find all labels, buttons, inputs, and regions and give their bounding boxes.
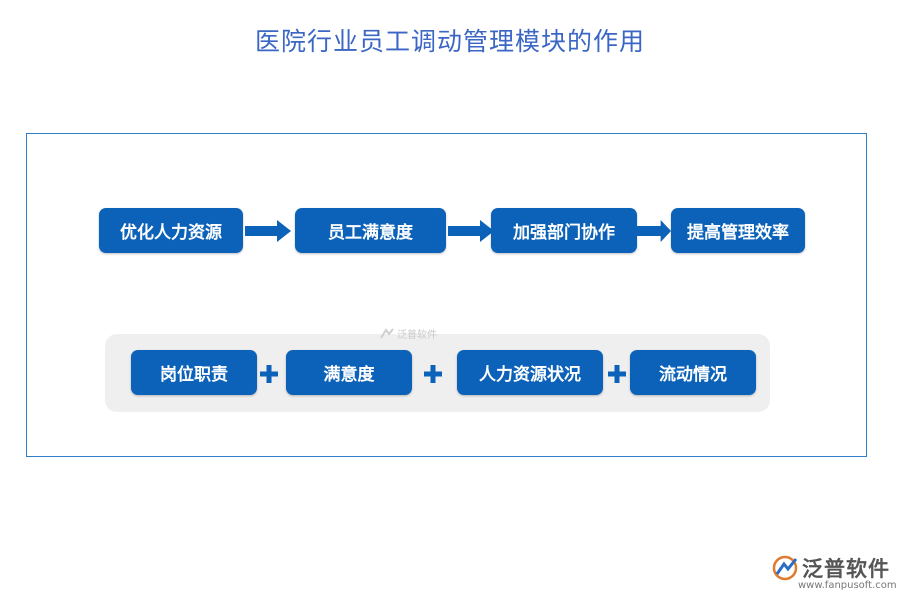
plus-icon: [608, 365, 626, 383]
factor-box-hr-status: 人力资源状况: [457, 350, 603, 395]
watermark-text: 泛普软件: [397, 330, 437, 341]
brand-logo: 泛普软件 www.fanpusoft.com: [772, 553, 897, 598]
flow-box-dept-collaboration: 加强部门协作: [491, 208, 637, 253]
plus-icon: [260, 365, 278, 383]
factor-box-satisfaction: 满意度: [286, 350, 412, 395]
flow-box-management-efficiency: 提高管理效率: [671, 208, 805, 253]
factor-box-turnover: 流动情况: [630, 350, 756, 395]
page-title: 医院行业员工调动管理模块的作用: [254, 27, 645, 56]
watermark: 泛普软件: [380, 326, 437, 341]
arrow-right-icon: [448, 220, 494, 242]
flow-box-staff-satisfaction: 员工满意度: [295, 208, 446, 253]
diagram-frame: [26, 133, 867, 457]
arrow-right-icon: [637, 220, 671, 242]
factor-box-job-duties: 岗位职责: [131, 350, 257, 395]
plus-icon: [424, 365, 442, 383]
arrow-right-icon: [245, 220, 291, 242]
watermark-logo-icon: [380, 327, 394, 339]
brand-url: www.fanpusoft.com: [798, 580, 897, 591]
brand-logo-icon: [772, 555, 798, 581]
flow-box-optimize-hr: 优化人力资源: [99, 208, 243, 253]
brand-name: 泛普软件: [802, 557, 890, 581]
